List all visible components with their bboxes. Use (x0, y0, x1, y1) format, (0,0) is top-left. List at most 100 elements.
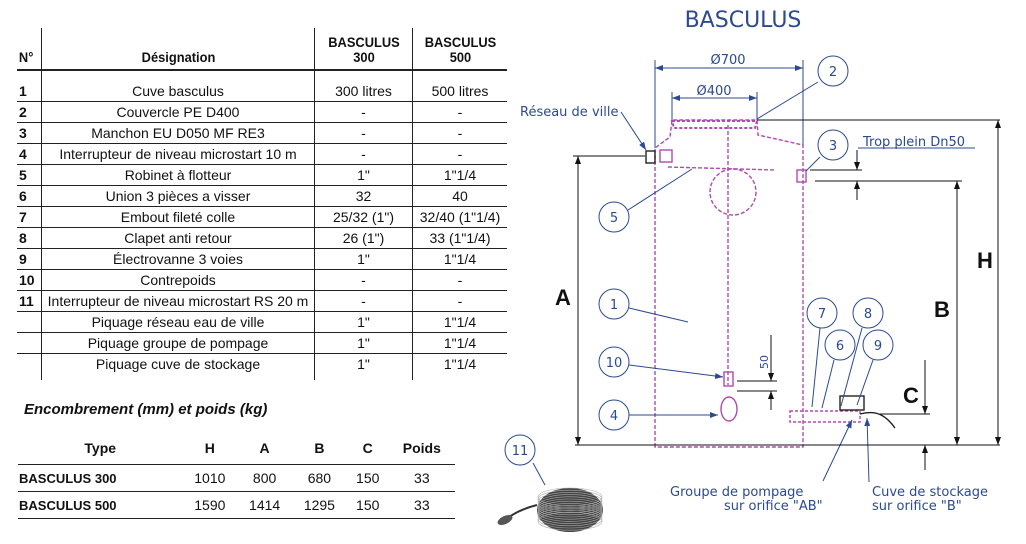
tank-outline (645, 119, 896, 448)
dims-header-h: H (182, 432, 238, 465)
cable-coil-icon (497, 487, 603, 532)
item-value-500: - (412, 101, 507, 123)
balloon-number: 2 (829, 65, 837, 80)
item-value-500: 1"1/4 (412, 164, 507, 186)
balloon-number: 9 (874, 339, 882, 354)
item-number: 4 (17, 143, 42, 165)
item-value-500: 32/40 (1"1/4) (412, 206, 507, 228)
item-value-300: - (314, 122, 413, 144)
item-number: 6 (17, 185, 42, 207)
item-value-300: 1" (314, 311, 413, 333)
item-value-300: 26 (1") (314, 227, 413, 249)
item-designation: Couvercle PE D400 (41, 101, 315, 123)
dim-label-b: B (934, 297, 950, 322)
item-value-500: 500 litres (412, 69, 507, 102)
item-number: 8 (17, 227, 42, 249)
trop-plein-label: Trop plein Dn50 (862, 135, 965, 150)
item-designation: Interrupteur de niveau microstart RS 20 … (41, 290, 315, 312)
dims-header-type: Type (18, 432, 183, 465)
item-value-500: 40 (412, 185, 507, 207)
item-value-500: - (412, 269, 507, 291)
balloon-number: 6 (836, 339, 844, 354)
item-number: 7 (17, 206, 42, 228)
balloon-number: 7 (818, 307, 826, 322)
item-value-500: - (412, 143, 507, 165)
dims-value: 800 (237, 464, 292, 492)
dims-value: 1414 (237, 491, 292, 519)
dims-value: 680 (292, 464, 347, 492)
balloon-number: 8 (864, 307, 872, 322)
item-number: 1 (17, 69, 42, 102)
balloon-5: 5 (598, 201, 630, 233)
header-500-line2: 500 (449, 49, 471, 65)
item-value-300: 32 (314, 185, 413, 207)
item-value-300: 1" (314, 248, 413, 270)
item-number: 11 (17, 290, 42, 312)
dims-value: 1295 (292, 491, 347, 519)
item-value-500: 1"1/4 (412, 353, 507, 380)
item-designation: Électrovanne 3 voies (41, 248, 315, 270)
reseau-de-ville-label: Réseau de ville (520, 105, 618, 120)
dims-header-a: A (237, 432, 292, 465)
dimension-lines (532, 60, 975, 486)
item-value-300: - (314, 290, 413, 312)
balloon-10: 10 (598, 346, 630, 378)
balloon-2: 2 (817, 55, 849, 87)
item-value-500: 1"1/4 (412, 248, 507, 270)
item-designation: Interrupteur de niveau microstart 10 m (41, 143, 315, 165)
header-number: N° (18, 49, 34, 65)
counterweight (723, 371, 734, 387)
dim-50-label: 50 (758, 355, 771, 369)
balloon-number: 4 (610, 409, 618, 424)
balloon-8: 8 (852, 297, 884, 329)
item-designation: Embout fileté colle (41, 206, 315, 228)
item-number (17, 311, 42, 333)
cuve-stockage-line1: Cuve de stockage (872, 485, 988, 500)
item-number: 3 (17, 122, 42, 144)
diameter-700-label: Ø700 (710, 53, 745, 68)
dims-value: 1590 (182, 491, 238, 519)
item-value-300: - (314, 143, 413, 165)
item-value-500: 33 (1"1/4) (412, 227, 507, 249)
item-number: 9 (17, 248, 42, 270)
dims-header-c: C (346, 432, 389, 465)
balloon-number: 5 (610, 211, 618, 226)
item-value-300: 25/32 (1") (314, 206, 413, 228)
cuve-stockage-line2: sur orifice "B" (872, 499, 962, 514)
dims-value: 33 (388, 491, 455, 519)
balloon-11: 11 (504, 434, 536, 466)
balloon-1: 1 (598, 288, 630, 320)
item-designation: Piquage cuve de stockage (41, 353, 315, 380)
item-designation: Cuve basculus (41, 69, 315, 102)
diagram-title: BASCULUS (685, 8, 802, 33)
item-designation: Contrepoids (41, 269, 315, 291)
item-value-500: - (412, 122, 507, 144)
item-value-300: 1" (314, 164, 413, 186)
dims-value: 150 (346, 491, 389, 519)
float-ball (709, 168, 757, 216)
header-300-line2: 300 (352, 49, 375, 65)
dim-label-h: H (977, 248, 993, 273)
groupe-pompage-line1: Groupe de pompage (670, 485, 803, 500)
dims-type: BASCULUS 500 (18, 491, 183, 519)
item-value-300: - (314, 101, 413, 123)
item-designation: Robinet à flotteur (41, 164, 315, 186)
